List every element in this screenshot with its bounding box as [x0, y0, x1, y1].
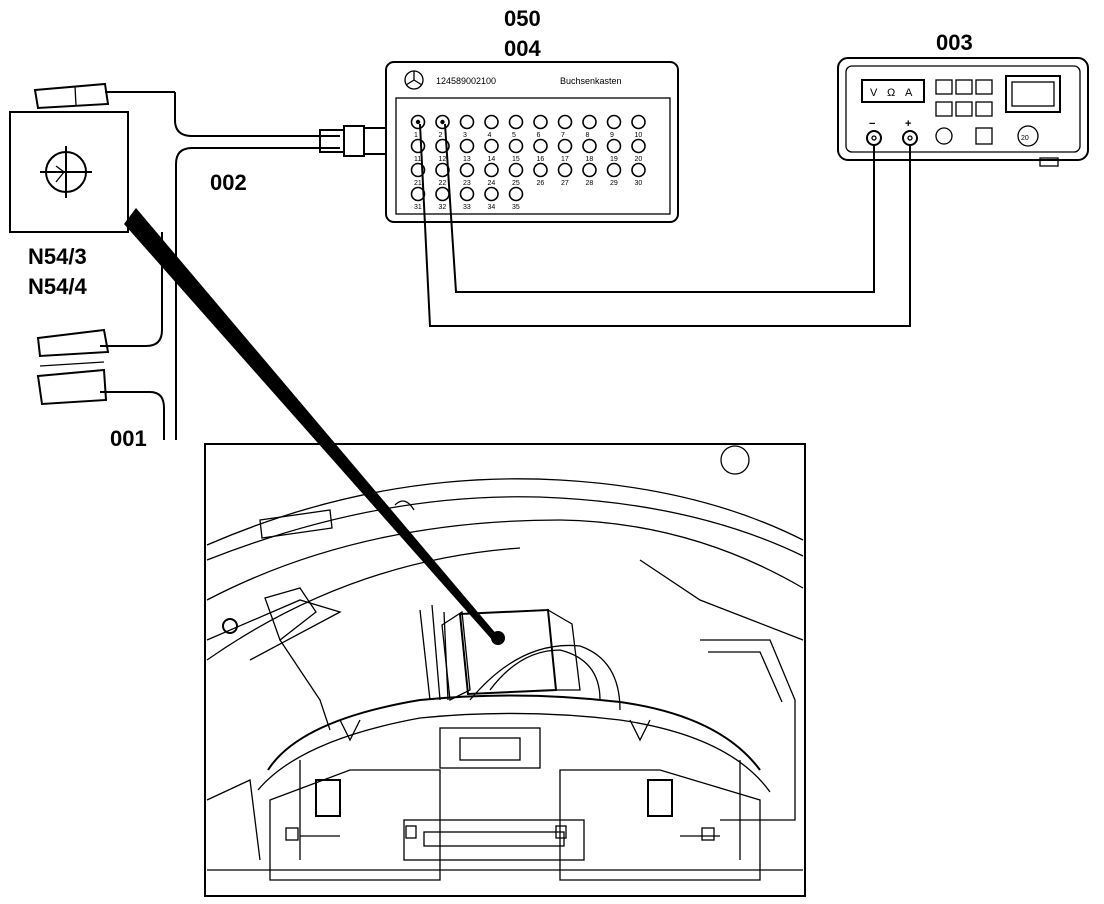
socket-16 — [533, 138, 548, 154]
socket-probe-2 — [440, 119, 445, 125]
control-module — [9, 111, 129, 233]
socket-4 — [484, 114, 499, 130]
meter-buttons — [935, 79, 993, 117]
multimeter: V Ω A 20 − + — [837, 57, 1089, 167]
socket-label-31: 31 — [414, 204, 422, 211]
socket-box-plug — [319, 125, 387, 157]
socket-label-27: 27 — [561, 180, 569, 187]
socket-31 — [410, 186, 426, 202]
socket-label-15: 15 — [512, 156, 520, 163]
socket-label-4: 4 — [488, 132, 492, 139]
socket-label-21: 21 — [414, 180, 422, 187]
socket-23 — [459, 162, 475, 178]
socket-label-35: 35 — [512, 204, 520, 211]
upper-connector — [33, 82, 175, 110]
label-004: 004 — [504, 36, 541, 61]
socket-label-17: 17 — [561, 156, 569, 163]
socket-27 — [557, 162, 573, 178]
socket-label-12: 12 — [439, 156, 447, 163]
socket-label-2: 2 — [439, 132, 443, 139]
socket-label-9: 9 — [610, 132, 614, 139]
mode-ohm-label: Ω — [887, 87, 895, 99]
socket-label-25: 25 — [512, 180, 520, 187]
socket-label-14: 14 — [488, 156, 496, 163]
socket-19 — [606, 138, 622, 154]
socket-15 — [508, 138, 524, 154]
socket-label-30: 30 — [635, 180, 643, 187]
socket-label-26: 26 — [537, 180, 545, 187]
socket-label-7: 7 — [561, 132, 565, 139]
adapter-harness — [100, 92, 340, 440]
socket-label-28: 28 — [586, 180, 594, 187]
socket-label-24: 24 — [488, 180, 496, 187]
terminal-minus-label: − — [869, 118, 875, 130]
location-pointer — [124, 208, 498, 642]
socket-17 — [557, 138, 573, 154]
socket-8 — [582, 114, 597, 130]
socket-label-8: 8 — [586, 132, 590, 139]
socket-label-23: 23 — [463, 180, 471, 187]
socket-29 — [606, 162, 622, 178]
mode-a-label: A — [905, 87, 913, 99]
label-050: 050 — [504, 6, 541, 31]
socket-label-3: 3 — [463, 132, 467, 139]
socket-24 — [484, 162, 499, 178]
socket-label-6: 6 — [537, 132, 541, 139]
socket-10 — [631, 114, 646, 130]
socket-32 — [435, 186, 450, 202]
socket-label-33: 33 — [463, 204, 471, 211]
vehicle-interior-illustration — [204, 443, 806, 897]
socket-label-34: 34 — [488, 204, 496, 211]
socket-30 — [631, 162, 646, 178]
socket-label-5: 5 — [512, 132, 516, 139]
meter-dial-label: 20 — [1021, 135, 1029, 142]
socket-label-19: 19 — [610, 156, 618, 163]
socket-label-13: 13 — [463, 156, 471, 163]
terminal-plus-label: + — [905, 118, 911, 130]
star-logo-icon — [404, 70, 424, 90]
socket-35 — [508, 186, 524, 202]
socket-label-10: 10 — [635, 132, 643, 139]
socket-box-part-number: 124589002100 — [436, 76, 496, 86]
socket-7 — [557, 114, 573, 130]
socket-34 — [484, 186, 499, 202]
socket-label-20: 20 — [635, 156, 643, 163]
socket-13 — [459, 138, 475, 154]
socket-14 — [484, 138, 499, 154]
label-003: 003 — [936, 30, 973, 55]
socket-label-32: 32 — [439, 204, 447, 211]
socket-label-29: 29 — [610, 180, 618, 187]
socket-20 — [631, 138, 646, 154]
lower-connectors — [36, 328, 110, 406]
mode-v-label: V — [870, 87, 878, 99]
socket-label-18: 18 — [586, 156, 594, 163]
socket-probe-1 — [415, 119, 421, 125]
label-001: 001 — [110, 426, 147, 451]
socket-18 — [582, 138, 597, 154]
socket-3 — [459, 114, 475, 130]
label-n54-4: N54/4 — [28, 274, 87, 299]
socket-label-1: 1 — [414, 132, 418, 139]
socket-26 — [533, 162, 548, 178]
label-n54-3: N54/3 — [28, 244, 87, 269]
test-lead-plus — [419, 123, 911, 327]
test-lead-minus — [444, 123, 875, 293]
socket-label-16: 16 — [537, 156, 545, 163]
socket-33 — [459, 186, 475, 202]
socket-5 — [508, 114, 524, 130]
socket-11 — [410, 138, 426, 154]
socket-9 — [606, 114, 622, 130]
socket-label-22: 22 — [439, 180, 447, 187]
socket-6 — [533, 114, 548, 130]
socket-25 — [508, 162, 524, 178]
socket-box-title: Buchsenkasten — [560, 76, 622, 86]
label-002: 002 — [210, 170, 247, 195]
socket-label-11: 11 — [414, 156, 421, 163]
socket-28 — [582, 162, 597, 178]
